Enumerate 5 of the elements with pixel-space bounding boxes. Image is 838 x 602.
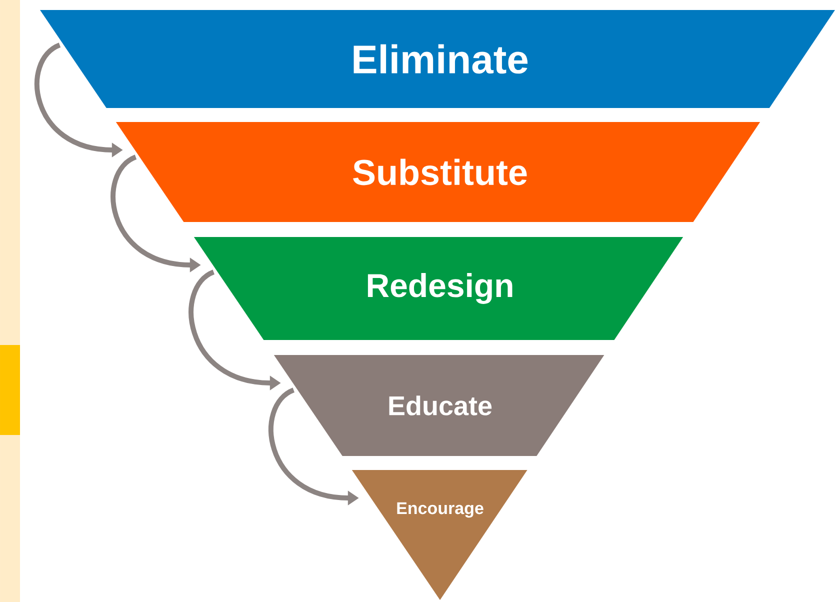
band: Substitute (116, 122, 760, 222)
band: Educate (274, 354, 604, 456)
band: Encourage (352, 470, 528, 600)
band: Eliminate (40, 10, 835, 108)
band: Redesign (194, 237, 684, 340)
